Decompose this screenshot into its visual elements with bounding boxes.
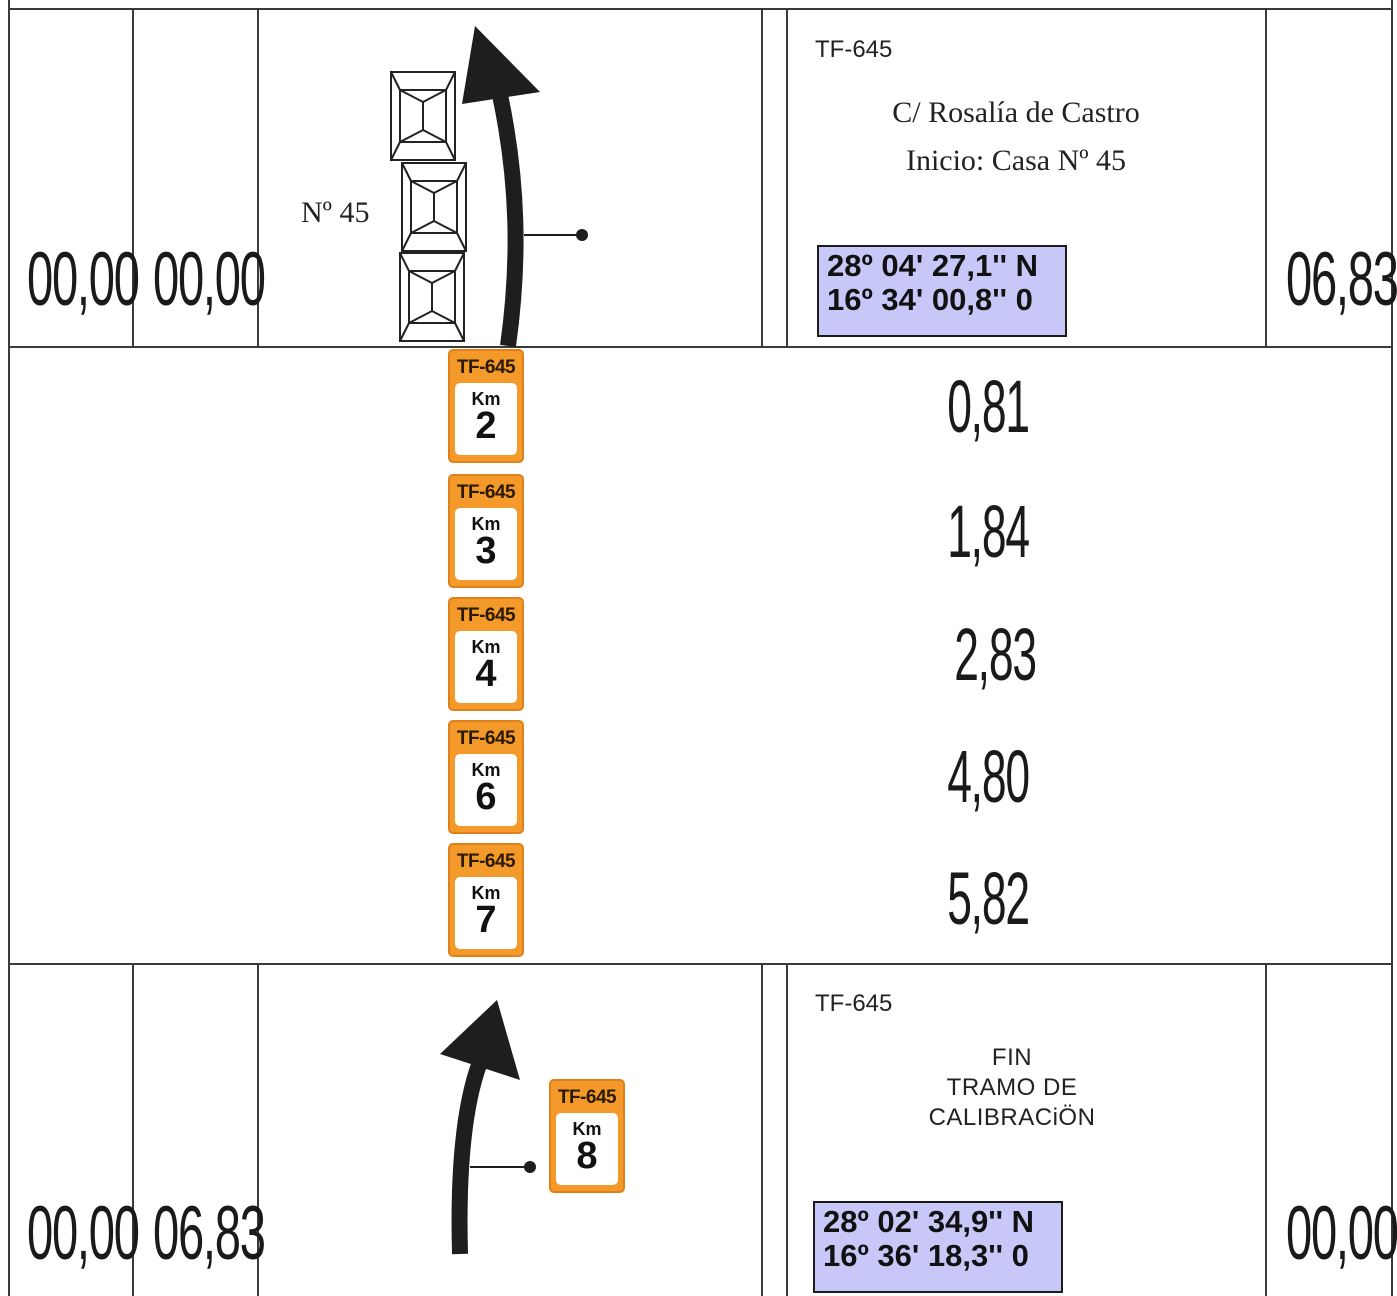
km-marker-number: 2: [475, 405, 497, 447]
col-rule-c-top: [761, 8, 763, 348]
km-marker-number: 4: [475, 653, 497, 695]
end-note-line-2: TRAMO DE: [946, 1074, 1078, 1101]
col-rule-e-bottom: [1265, 963, 1267, 1296]
km-marker-plate: Km 3: [455, 508, 517, 580]
start-street-name: C/ Rosalía de Castro: [892, 96, 1140, 129]
km-marker-number: 6: [475, 776, 497, 818]
col-rule-b-bottom: [257, 963, 259, 1296]
start-latitude: 28º 04' 27,1'' N: [827, 248, 1038, 283]
km-marker-road-code: TF-645: [557, 1087, 617, 1108]
side-road-icon: [470, 1161, 536, 1173]
km-marker-number: 7: [475, 899, 497, 941]
km-marker-number: 8: [576, 1135, 598, 1177]
col-rule-a-bottom: [132, 963, 134, 1296]
km-marker-road-code: TF-645: [456, 482, 516, 503]
section-divider-1: [8, 346, 1393, 348]
km-marker-distance: 0,81: [947, 365, 1030, 448]
outer-border-left: [8, 0, 10, 1296]
end-longitude: 16º 36' 18,3'' 0: [823, 1238, 1029, 1273]
km-marker-sign: TF-645 Km 3: [448, 474, 524, 588]
km-marker-plate: Km 7: [455, 877, 517, 949]
km-marker-road-code: TF-645: [456, 357, 516, 378]
km-marker-road-code: TF-645: [456, 728, 516, 749]
end-remaining-distance: 00,00: [1285, 1191, 1397, 1276]
km-marker-unit: Km: [471, 637, 501, 657]
route-arrow-icon: [462, 26, 540, 348]
km-marker-distance: 1,84: [947, 490, 1030, 573]
km-marker-distance: 2,83: [954, 613, 1037, 696]
km-marker-unit: Km: [471, 883, 501, 903]
section-divider-2: [8, 963, 1393, 965]
col-rule-c-bottom: [761, 963, 763, 1296]
col-rule-a-top: [132, 8, 134, 348]
end-latitude: 28º 02' 34,9'' N: [823, 1204, 1034, 1239]
side-road-icon: [524, 229, 588, 241]
col-rule-e-top: [1265, 8, 1267, 348]
km-marker-distance: 5,82: [947, 857, 1030, 940]
km-marker-road-code: TF-645: [456, 605, 516, 626]
km-marker-sign: TF-645 Km 4: [448, 597, 524, 711]
route-arrow-icon: [440, 1000, 520, 1255]
house-icon: [401, 162, 467, 252]
km-marker-distance: 4,80: [947, 735, 1030, 818]
end-note-line-1: FIN: [991, 1044, 1033, 1071]
km-marker-plate: Km 6: [455, 754, 517, 826]
km-marker-sign: TF-645 Km 7: [448, 843, 524, 957]
col-rule-b-top: [257, 8, 259, 348]
km-marker-unit: Km: [471, 760, 501, 780]
km-marker-plate: Km 8: [556, 1113, 618, 1185]
km-marker-unit: Km: [471, 514, 501, 534]
km-marker-road-code: TF-645: [456, 851, 516, 872]
start-note: Inicio: Casa Nº 45: [905, 144, 1127, 177]
col-rule-d-bottom: [786, 963, 788, 1296]
km-marker-unit: Km: [471, 389, 501, 409]
km-marker-unit: Km: [572, 1119, 602, 1139]
top-rule: [8, 8, 1393, 10]
house-icon: [399, 252, 465, 342]
km-marker-plate: Km 2: [455, 383, 517, 455]
km-marker-sign: TF-645 Km 2: [448, 349, 524, 463]
col-rule-d-top: [786, 8, 788, 348]
km-marker-sign: TF-645 Km 6: [448, 720, 524, 834]
km-marker-plate: Km 4: [455, 631, 517, 703]
outer-border-right: [1391, 0, 1393, 1296]
end-note-line-3: CALIBRACiÖN: [928, 1104, 1096, 1131]
end-coordinates: 28º 02' 34,9'' N 16º 36' 18,3'' 0: [813, 1201, 1063, 1293]
end-road-code: TF-645: [815, 990, 893, 1017]
house-number-label: Nº 45: [301, 196, 370, 229]
start-road-code: TF-645: [815, 36, 893, 63]
km-marker-number: 3: [475, 530, 497, 572]
end-km-marker-sign: TF-645 Km 8: [549, 1079, 625, 1193]
house-icon: [390, 71, 456, 161]
start-longitude: 16º 34' 00,8'' 0: [827, 282, 1033, 317]
start-coordinates: 28º 04' 27,1'' N 16º 34' 00,8'' 0: [817, 245, 1067, 337]
